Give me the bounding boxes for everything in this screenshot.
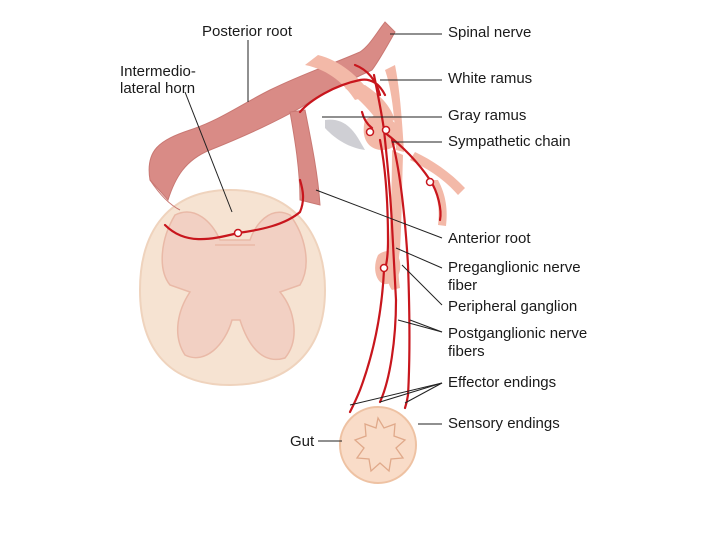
label-peripheral-ganglion: Peripheral ganglion — [448, 298, 578, 315]
nerve-fibers — [163, 63, 442, 414]
label-effector-endings: Effector endings — [448, 374, 557, 391]
label-intermediolateral-horn-line1: Intermedio- — [120, 63, 196, 80]
label-sympathetic-chain: Sympathetic chain — [448, 133, 571, 150]
label-gray-ramus: Gray ramus — [448, 107, 527, 124]
gray-ramus-shape — [325, 119, 365, 150]
label-spinal-nerve: Spinal nerve — [448, 24, 532, 41]
label-anterior-root: Anterior root — [448, 230, 531, 247]
gut — [339, 406, 417, 484]
label-intermediolateral-horn-line2: lateral horn — [120, 80, 196, 97]
label-sensory-endings: Sensory endings — [448, 415, 560, 432]
label-posterior-root: Posterior root — [202, 23, 293, 40]
posterior-root — [148, 21, 396, 211]
label-preganglionic-fiber-line2: fiber — [448, 277, 478, 294]
spinal-cord — [138, 188, 327, 387]
sympathetic-ganglion — [363, 115, 400, 150]
label-preganglionic-fiber-line1: Preganglionic nerve — [448, 259, 581, 276]
label-postganglionic-fibers-line1: Postganglionic nerve — [448, 325, 588, 342]
leader-lines — [184, 33, 443, 442]
label-gut: Gut — [290, 433, 315, 450]
label-postganglionic-fibers-line2: fibers — [448, 343, 485, 360]
synapses — [233, 125, 435, 273]
gray-matter — [161, 211, 307, 361]
preganglionic-fiber-cord — [163, 178, 305, 241]
label-white-ramus: White ramus — [448, 70, 533, 87]
